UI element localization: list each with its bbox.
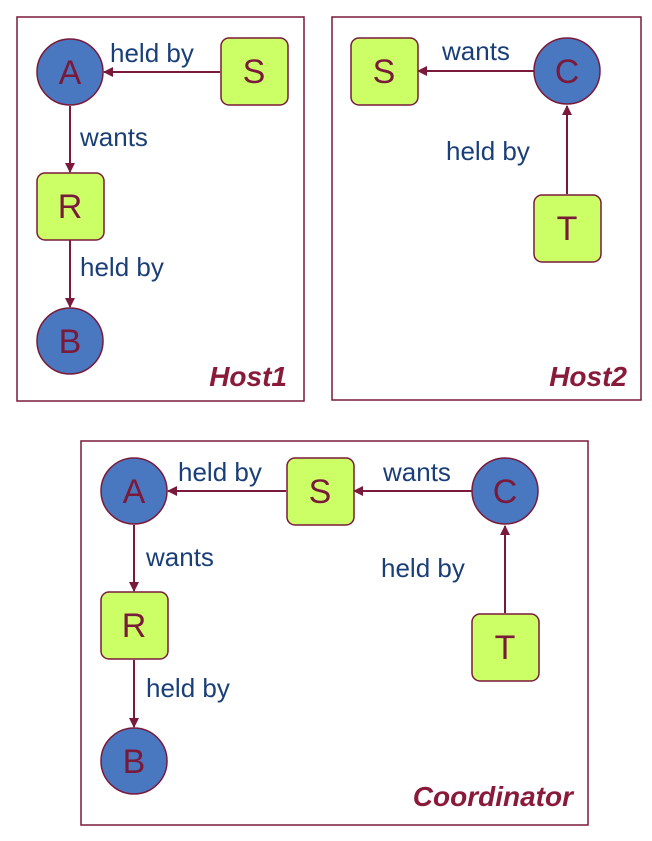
- panel-host1: Host1 held by wants held by A S R: [16, 16, 305, 402]
- resource-box: [350, 37, 419, 106]
- node-label: C: [555, 53, 580, 91]
- node-label: B: [123, 743, 146, 781]
- node-label: A: [123, 473, 146, 511]
- process-circle: [36, 38, 104, 106]
- node-label: R: [58, 188, 83, 226]
- resource-node-t: T: [471, 613, 540, 682]
- edge-label: held by: [80, 252, 164, 282]
- edge-a-wants-r: wants: [129, 525, 214, 592]
- node-label: T: [495, 629, 516, 667]
- edge-label: wants: [382, 457, 451, 487]
- process-circle: [36, 307, 104, 375]
- edge-a-wants-r: wants: [65, 106, 148, 173]
- panel-title: Host2: [549, 361, 627, 392]
- node-label: S: [309, 473, 332, 511]
- edge-label: held by: [446, 136, 530, 166]
- edge-t-held-by-c: held by: [446, 105, 572, 194]
- node-label: S: [373, 53, 396, 91]
- process-circle: [471, 457, 539, 525]
- edge-s-held-by-a: held by: [167, 457, 286, 496]
- edge-label: held by: [110, 38, 194, 68]
- node-label: R: [122, 607, 147, 645]
- process-node-a: A: [100, 457, 168, 525]
- resource-node-s: S: [286, 457, 355, 526]
- edge-label: held by: [178, 457, 262, 487]
- resource-box: [100, 591, 169, 660]
- edge-r-held-by-b: held by: [65, 240, 164, 308]
- node-label: B: [59, 323, 82, 361]
- edge-label: held by: [146, 673, 230, 703]
- edge-label: wants: [145, 542, 214, 572]
- resource-box: [471, 613, 540, 682]
- node-label: S: [243, 53, 266, 91]
- resource-box: [533, 194, 602, 263]
- edge-label: wants: [441, 36, 510, 66]
- process-node-c: C: [471, 457, 539, 525]
- process-node-c: C: [533, 37, 601, 105]
- process-node-b: B: [36, 307, 104, 375]
- edge-r-held-by-b: held by: [129, 660, 230, 728]
- edge-s-held-by-a: held by: [103, 38, 220, 77]
- process-node-a: A: [36, 38, 104, 106]
- resource-node-s: S: [220, 37, 289, 106]
- edge-label: wants: [79, 122, 148, 152]
- resource-node-r: R: [36, 172, 105, 241]
- edge-t-held-by-c: held by: [381, 525, 510, 613]
- process-node-b: B: [100, 727, 168, 795]
- node-label: T: [557, 210, 578, 248]
- panel-host2: Host2 wants held by S C T: [331, 16, 642, 401]
- edge-label: held by: [381, 553, 465, 583]
- panel-title: Coordinator: [413, 781, 575, 812]
- process-circle: [100, 727, 168, 795]
- node-label: A: [59, 54, 82, 92]
- process-circle: [533, 37, 601, 105]
- node-label: C: [493, 473, 518, 511]
- panel-title: Host1: [209, 361, 287, 392]
- edge-c-wants-s: wants: [417, 36, 534, 76]
- resource-node-t: T: [533, 194, 602, 263]
- edge-c-wants-s: wants: [353, 457, 472, 496]
- resource-box: [286, 457, 355, 526]
- resource-node-r: R: [100, 591, 169, 660]
- resource-box: [36, 172, 105, 241]
- resource-node-s: S: [350, 37, 419, 106]
- panel-coordinator: Coordinator held by wants wants held by …: [80, 440, 589, 826]
- process-circle: [100, 457, 168, 525]
- resource-box: [220, 37, 289, 106]
